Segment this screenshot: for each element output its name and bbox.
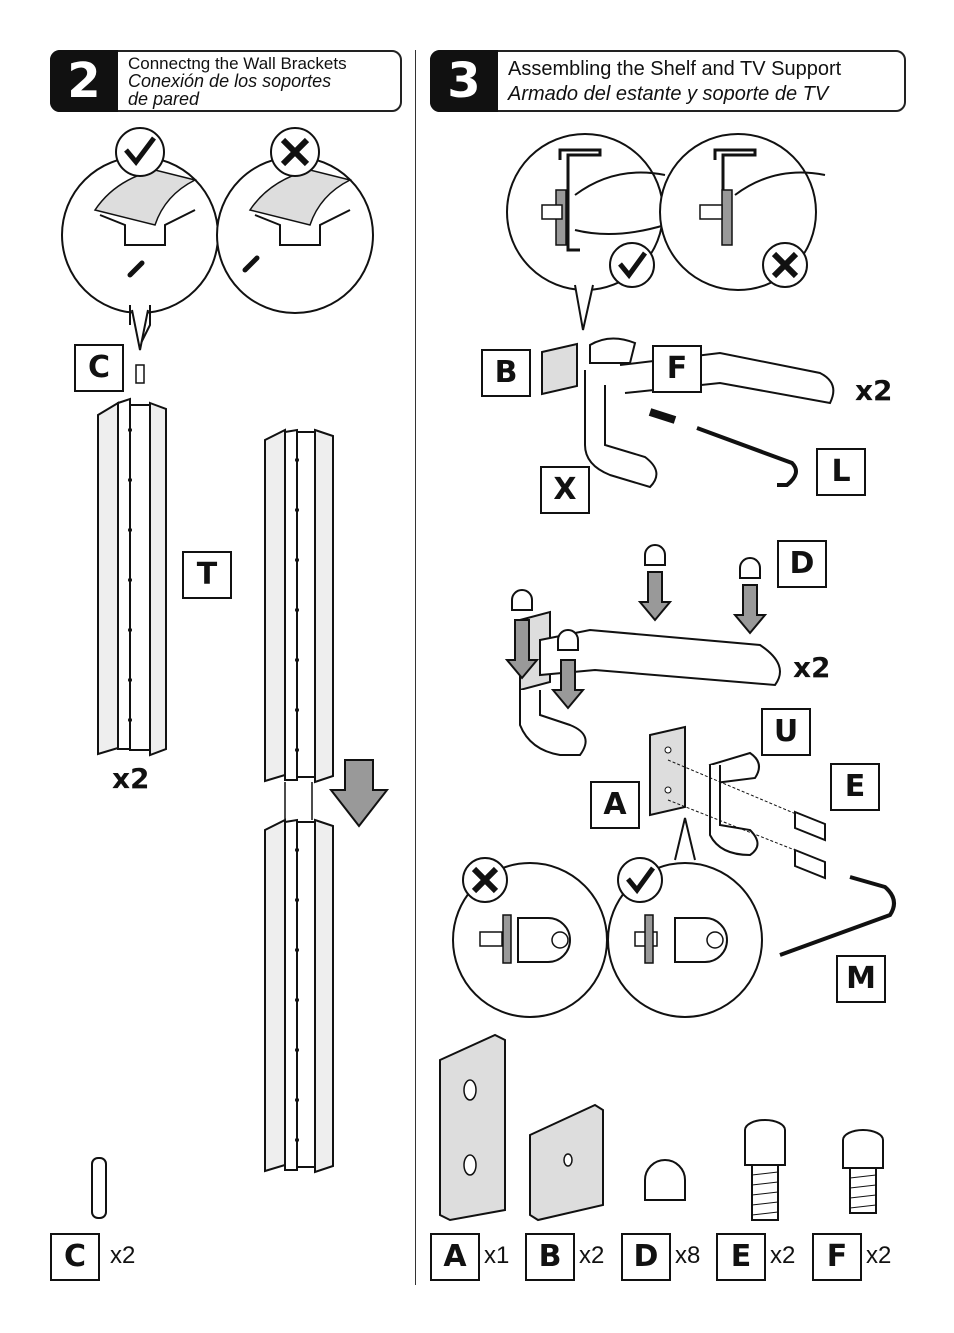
part-label-e: E (716, 1233, 766, 1281)
label-m: M (836, 955, 886, 1003)
step-number: 3 (430, 50, 498, 112)
check-icon (115, 127, 165, 177)
plate-u-illustration (649, 725, 896, 957)
multiplier-x2-mid: x2 (793, 651, 831, 684)
part-label-d: D (621, 1233, 671, 1281)
part-label-c: C (50, 1233, 100, 1281)
multiplier-x2: x2 (112, 762, 150, 795)
rail-upper-illustration (264, 428, 334, 820)
detail-correct-rail (61, 156, 219, 346)
bracket-caps-illustration (504, 544, 781, 756)
rail-t-illustration (97, 397, 167, 757)
part-qty-f: x2 (866, 1242, 892, 1269)
pin-c-icon (91, 1157, 107, 1219)
label-b: B (481, 349, 531, 397)
check-icon (609, 242, 655, 288)
label-e: E (830, 763, 880, 811)
part-qty-a: x1 (484, 1242, 510, 1269)
part-d-icon (644, 1159, 686, 1201)
part-qty-c: x2 (110, 1242, 136, 1269)
part-label-b: B (525, 1233, 575, 1281)
cross-icon (462, 857, 508, 903)
detail-wrong-rail (216, 156, 374, 314)
label-c: C (74, 344, 124, 392)
multiplier-x2-top: x2 (855, 374, 893, 407)
part-qty-e: x2 (770, 1242, 796, 1269)
part-b-icon (529, 1103, 604, 1222)
step-title-en: Connectng the Wall Brackets (128, 54, 347, 73)
label-f: F (652, 345, 702, 393)
step-title-en: Assembling the Shelf and TV Support (508, 58, 842, 80)
label-t: T (182, 551, 232, 599)
part-qty-b: x2 (579, 1242, 605, 1269)
step-2-header: 2 Connectng the Wall Brackets Conexión d… (50, 50, 402, 112)
label-l: L (816, 448, 866, 496)
step-title-es-line1: Conexión de los soportes (128, 71, 332, 91)
step-title-es-line2: de pared (128, 89, 200, 109)
part-label-f: F (812, 1233, 862, 1281)
rail-lower-illustration (264, 818, 334, 1174)
part-a-icon (439, 1033, 506, 1222)
check-icon (617, 857, 663, 903)
cross-icon (762, 242, 808, 288)
label-d: D (777, 540, 827, 588)
part-f-icon (842, 1129, 884, 1214)
label-u: U (761, 708, 811, 756)
step-number: 2 (50, 50, 118, 112)
part-label-a: A (430, 1233, 480, 1281)
step-title-es: Armado del estante y soporte de TV (508, 83, 829, 105)
column-divider (415, 50, 416, 1285)
step-3-header: 3 Assembling the Shelf and TV Support Ar… (430, 50, 906, 112)
arrow-down-icon (328, 759, 390, 828)
part-e-icon (744, 1119, 786, 1221)
label-a: A (590, 781, 640, 829)
cross-icon (270, 127, 320, 177)
label-x: X (540, 466, 590, 514)
part-qty-d: x8 (675, 1242, 701, 1269)
